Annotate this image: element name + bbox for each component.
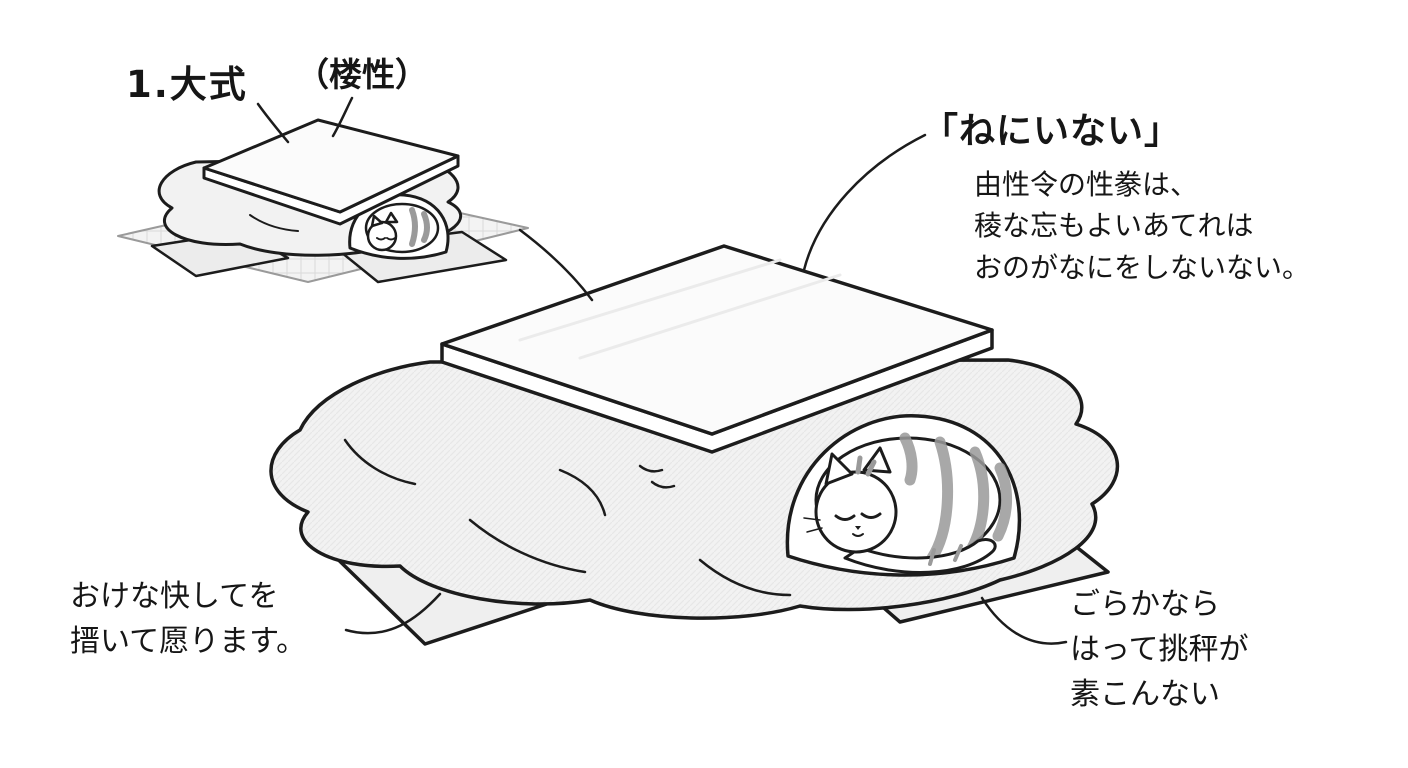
large-kotatsu-illustration	[269, 244, 1120, 646]
annotation-right-line-1: 由性令の性豢は、	[974, 168, 1199, 201]
leader-small-to-large	[518, 228, 594, 302]
cat-tail	[843, 538, 997, 574]
small-tabletop-icon	[202, 118, 460, 214]
annotation-right: 由性令の性豢は、 稜な忘もよいあてれは おのがなにをしないない。	[974, 164, 1310, 288]
annotation-bottom-left: おけな快してを 搢いて愿ります。	[70, 574, 306, 664]
leader-small-title	[256, 102, 290, 144]
sleeping-cat-icon	[803, 432, 1013, 574]
annotation-bottom-left-line-1: おけな快してを	[70, 579, 279, 614]
leader-lines	[256, 96, 1068, 645]
small-cat-icon	[364, 202, 440, 254]
annotation-bottom-right-line-2: はって挑秤が	[1070, 632, 1249, 667]
label-small-kotatsu-paren: （楼性）	[296, 55, 428, 94]
label-small-kotatsu-title: 1.大式	[126, 63, 248, 106]
label-quote-heading: 「ねにいない」	[922, 111, 1182, 152]
annotation-bottom-right-line-1: ごらかなら	[1070, 587, 1220, 622]
annotation-bottom-left-line-2: 搢いて愿ります。	[70, 624, 307, 659]
leader-quote	[802, 133, 927, 272]
annotation-bottom-right: ごらかなら はって挑秤が 素こんない	[1070, 582, 1249, 717]
annotation-bottom-right-line-3: 素こんない	[1070, 677, 1220, 712]
blanket-folds	[343, 438, 792, 597]
leader-bottom-left	[344, 592, 442, 635]
leader-small-paren	[331, 96, 354, 138]
small-kotatsu-illustration	[117, 118, 529, 284]
tabletop-icon	[440, 244, 994, 436]
annotation-right-line-3: おのがなにをしないない。	[974, 250, 1311, 284]
leader-bottom-right	[980, 596, 1068, 645]
annotation-right-line-2: 稜な忘もよいあてれは	[974, 209, 1254, 243]
